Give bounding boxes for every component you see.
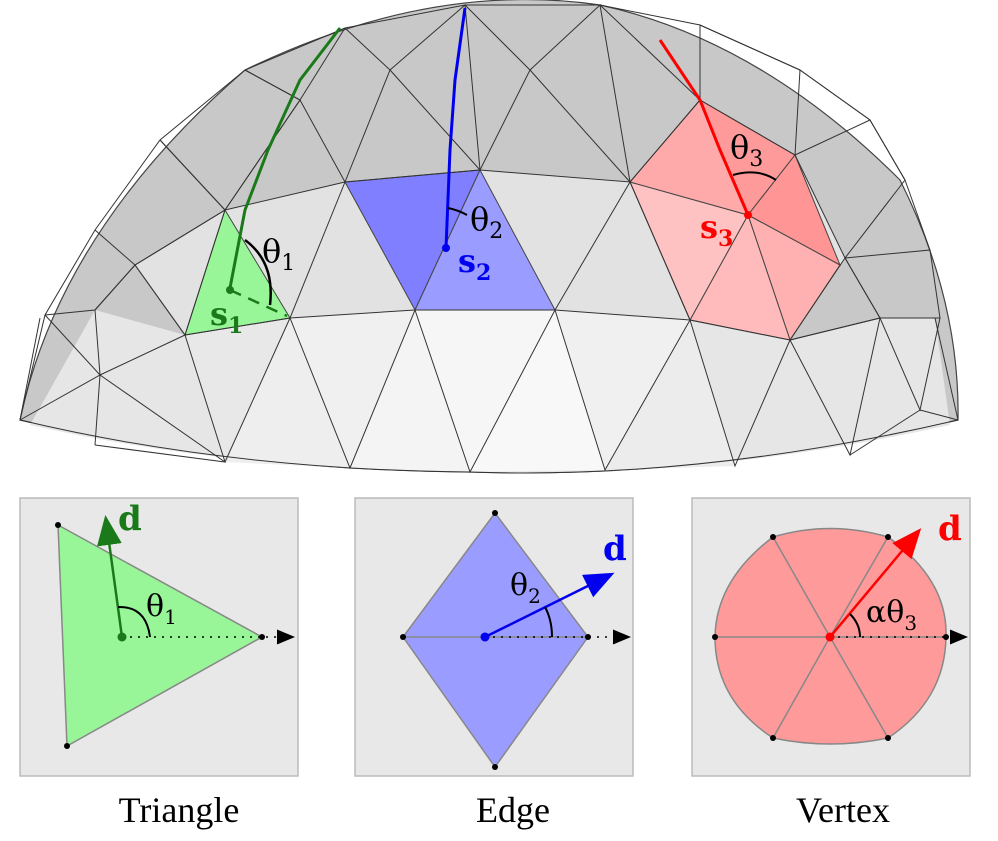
point-s3 [744,211,752,219]
vertex-ring-point-2 [885,534,891,540]
triangle-direction-label: d [118,499,142,539]
panel-triangle: d θ1 [19,497,299,777]
edge-vertex-bottom [492,764,498,770]
triangle-angle-label: θ1 [146,589,177,629]
label-s1: s1 [210,295,243,339]
angle-arc-theta1 [244,238,272,306]
panel-vertex: d αθ3 [691,497,971,777]
caption-edge: Edge [476,790,550,830]
dome-facet-front-8 [605,320,735,470]
point-s2 [442,244,450,252]
dome-facet-front-7 [225,318,350,468]
reference-dashed-s1 [229,288,288,318]
edge-angle-label: θ2 [510,568,541,608]
vertex-ring-point-5 [770,735,776,741]
dome-facet-front-6 [185,318,290,462]
triangle-vertex-2 [259,634,265,640]
label-theta1: θ1 [262,232,295,276]
label-s2: s2 [458,242,491,286]
edge-vertex-right [585,634,591,640]
vertex-center-point [825,632,835,642]
edge-direction-label: d [603,529,627,569]
label-theta2: θ2 [470,200,503,244]
edge-direction-arrow [484,572,615,639]
geodesic-dome: θ1 s1 θ2 s2 θ3 s3 [19,0,959,474]
vertex-direction-label: d [938,509,962,549]
dome-facet-front-2 [415,310,555,472]
triangle-vertex-3 [64,743,70,749]
triangle-vertex-1 [55,522,61,528]
dome-facet-front-1 [290,310,415,468]
point-s1 [226,286,234,294]
edge-vertex-left [400,634,406,640]
dome-mesh-lines [19,3,959,474]
edge-angle-arc [544,606,553,638]
vertex-ring-point-3 [943,634,949,640]
geodesic-path-s3 [658,39,750,216]
vertex-direction-arrow [829,528,922,638]
edge-vertex-top [492,510,498,516]
dome-facet-front-4 [350,310,470,472]
caption-triangle: Triangle [119,790,240,830]
vertex-angle-label: αθ3 [866,595,917,635]
vertex-angle-arc [849,613,861,638]
triangle-shape [57,523,264,748]
vertex-ring-point-1 [770,534,776,540]
triangle-angle-arc [117,605,151,638]
geodesic-path-s2 [444,7,467,249]
label-s3: s3 [700,208,733,252]
vertex-ring-point-4 [885,735,891,741]
dome-facet-front-3 [555,310,690,470]
angle-arc-theta3 [732,171,777,181]
geodesic-path-s1 [228,27,342,289]
triangle-center-point [117,632,127,642]
edge-center-point [480,632,490,642]
angle-arc-theta2 [447,207,468,216]
dome-facet-front-5 [470,310,605,472]
triangle-direction-arrow [97,515,124,638]
panel-edge: d θ2 [354,497,634,777]
label-theta3: θ3 [730,128,763,172]
vertex-ring-point-6 [712,634,718,640]
caption-vertex: Vertex [796,790,890,830]
